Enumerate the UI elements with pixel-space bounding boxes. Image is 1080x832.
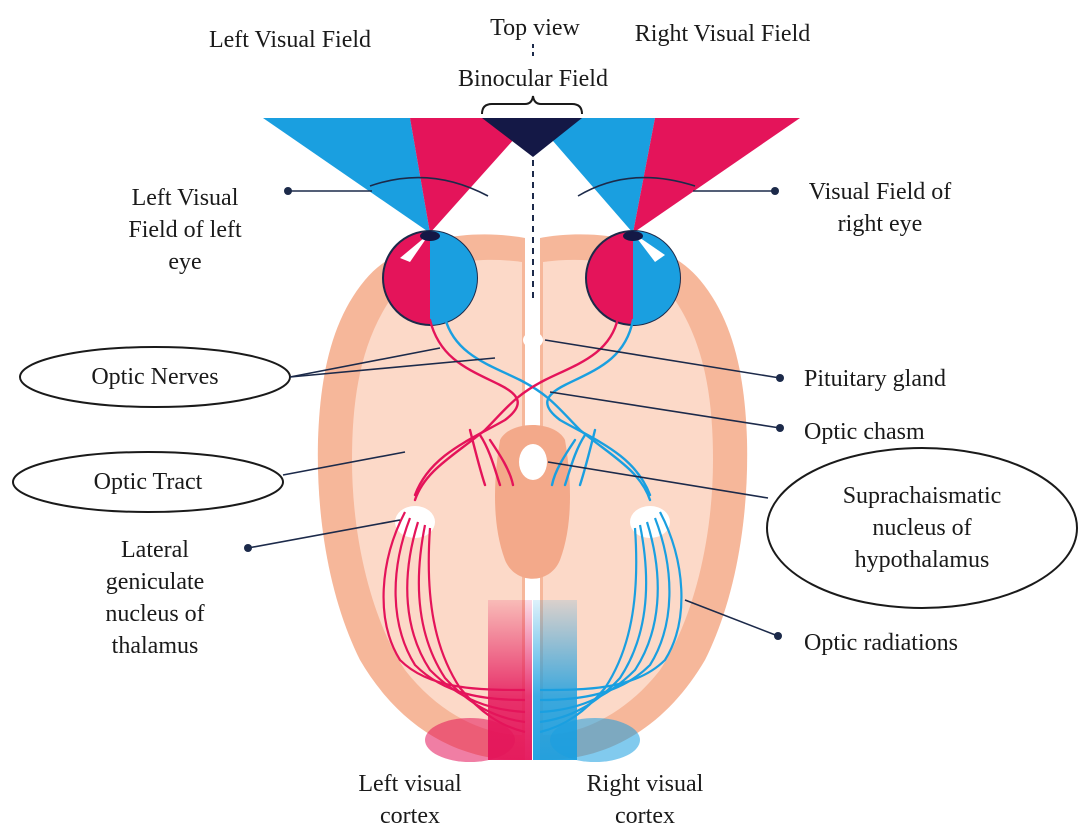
pointer-dot-radiations [774,632,782,640]
left-eye-field-blue [263,118,430,233]
pointer-dot-chiasm [776,424,784,432]
pointer-dot-pituitary [776,374,784,382]
right-eye-field-red [633,118,800,233]
left-cortex-line-2: cortex [325,800,495,832]
right-visual-field-label: Right Visual Field [610,18,835,50]
left-eye-cornea [420,231,440,241]
left-field-left-eye-line-1: Left Visual [100,182,270,214]
scn-line-2: nucleus of [812,512,1032,544]
scn-line-1: Suprachaismatic [812,480,1032,512]
pituitary-gland-label: Pituitary gland [804,363,1004,395]
left-visual-field-label: Left Visual Field [180,24,400,56]
right-cortex-label: Right visual cortex [555,768,735,832]
lgn-line-3: nucleus of [75,598,235,630]
lgn-label: Lateral geniculate nucleus of thalamus [75,534,235,662]
lgn-line-4: thalamus [75,630,235,662]
right-cortex-glow [550,718,640,762]
right-eye [586,231,680,325]
binocular-brace [482,96,582,114]
suprachiasmatic-nucleus [519,444,547,480]
optic-nerves-label: Optic Nerves [40,361,270,393]
left-cortex-glow [425,718,515,762]
left-cortex-line-1: Left visual [325,768,495,800]
lgn-line-2: geniculate [75,566,235,598]
right-cortex-line-1: Right visual [555,768,735,800]
left-eye [383,231,477,325]
left-cortex-label: Left visual cortex [325,768,495,832]
scn-line-3: hypothalamus [812,544,1032,576]
pituitary-gland [523,332,543,348]
right-field-right-eye-label: Visual Field of right eye [785,176,975,240]
right-cortex-line-2: cortex [555,800,735,832]
right-field-right-eye-line-2: right eye [785,208,975,240]
pointer-dot-lgn [244,544,252,552]
binocular-field-label: Binocular Field [428,63,638,95]
left-field-left-eye-line-3: eye [100,246,270,278]
optic-radiations-label: Optic radiations [804,627,1014,659]
pointer-dot-left-field [284,187,292,195]
left-field-left-eye-line-2: Field of left [100,214,270,246]
optic-chasm-label: Optic chasm [804,416,1004,448]
pointer-dot-right-field [771,187,779,195]
optic-tract-label: Optic Tract [40,466,256,498]
scn-label: Suprachaismatic nucleus of hypothalamus [812,480,1032,576]
brain [318,234,747,762]
top-view-label: Top view [460,12,610,44]
lgn-line-1: Lateral [75,534,235,566]
right-field-right-eye-line-1: Visual Field of [785,176,975,208]
right-eye-cornea [623,231,643,241]
left-field-left-eye-label: Left Visual Field of left eye [100,182,270,278]
